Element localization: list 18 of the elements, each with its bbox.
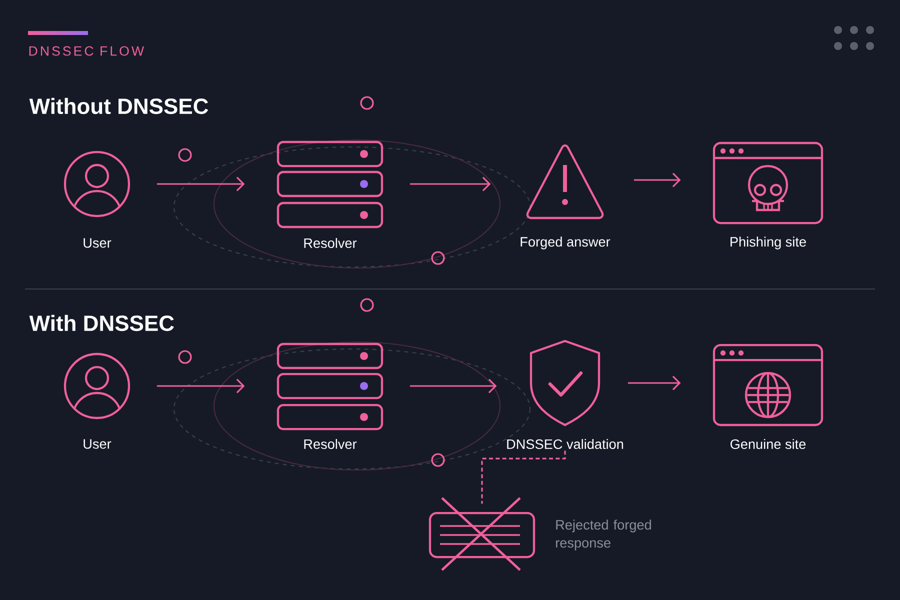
icon-caption: User [84,439,112,449]
arrow [410,176,491,192]
icon-caption: Phishing site [730,236,806,250]
arrow [634,172,681,188]
arrow [156,378,245,394]
title: DNSSEC FLOW [29,46,144,56]
icon-caption: Forged answer [520,236,610,250]
arrow [628,376,681,390]
icon-caption: Resolver [304,439,357,449]
icon-caption: Rejected forged response [556,520,651,550]
icon-caption: Genuine site [730,439,806,449]
icon-caption: User [84,238,112,248]
section-heading: Without DNSSEC [29,98,208,114]
icon-caption: DNSSEC validation [507,439,624,449]
arrow [156,176,245,192]
section-heading: With DNSSEC [29,314,174,332]
icon-caption: Resolver [304,238,357,248]
arrow [410,378,497,394]
